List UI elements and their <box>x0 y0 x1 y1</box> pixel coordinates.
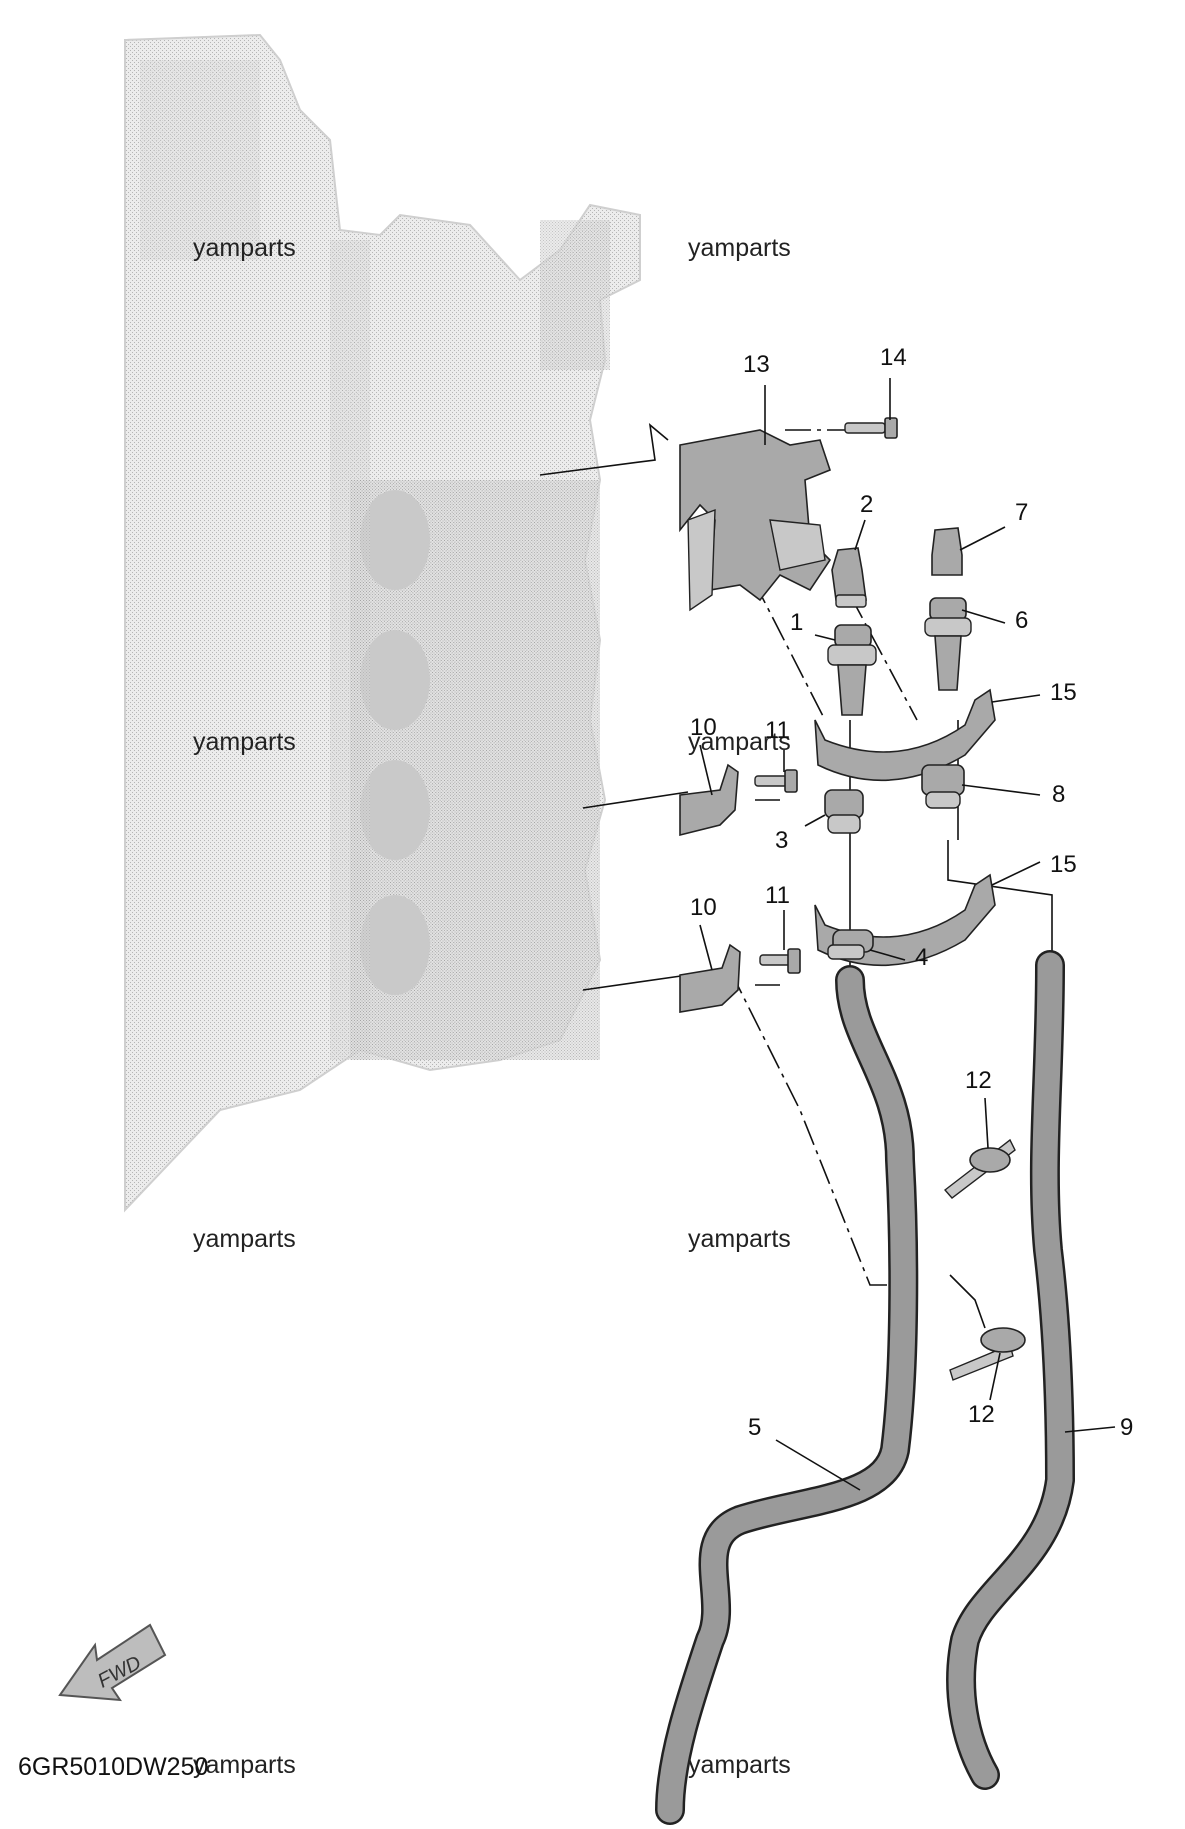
callout-5: 5 <box>748 1414 761 1441</box>
callout-1: 1 <box>790 609 803 636</box>
callout-3: 3 <box>775 827 788 854</box>
part-4-clip <box>827 929 874 960</box>
callout-10-upper: 10 <box>690 714 717 741</box>
part-9-hose <box>946 950 1075 1790</box>
watermark-text: yamparts <box>193 728 296 756</box>
part-15-clamp-upper <box>814 688 996 782</box>
watermark-text: yamparts <box>193 1751 296 1779</box>
part-6-fitting <box>924 597 972 691</box>
callout-2: 2 <box>860 491 873 518</box>
part-2-fitting <box>831 547 867 608</box>
part-8-grommet <box>921 764 965 809</box>
part-11-bolt-upper <box>754 769 798 793</box>
callout-10-lower: 10 <box>690 894 717 921</box>
watermarks: yamparts yamparts yamparts yamparts yamp… <box>193 234 791 1779</box>
callout-15-lower: 15 <box>1050 851 1077 878</box>
part-11-bolt-lower <box>759 948 801 974</box>
leader-lines <box>699 378 1116 1491</box>
part-10-bracket-upper <box>679 763 739 837</box>
part-3-grommet <box>824 789 864 834</box>
diagram-code: 6GR5010DW250 <box>18 1753 208 1781</box>
callout-14: 14 <box>880 344 907 371</box>
callout-13: 13 <box>743 351 770 378</box>
watermark-text: yamparts <box>688 234 791 262</box>
callout-7: 7 <box>1015 499 1028 526</box>
callout-11-lower: 11 <box>765 882 790 909</box>
part-10-bracket-lower <box>679 943 741 1013</box>
watermark-text: yamparts <box>193 234 296 262</box>
watermark-text: yamparts <box>688 728 791 756</box>
callout-4: 4 <box>915 944 928 971</box>
assembly-lines <box>539 423 1053 1329</box>
callout-12-upper: 12 <box>965 1067 992 1094</box>
engine-block <box>124 33 641 1213</box>
part-13-bracket <box>679 429 832 612</box>
part-7-cap <box>931 527 963 576</box>
watermark-text: yamparts <box>688 1225 791 1253</box>
fwd-arrow-icon: FWD <box>58 1623 167 1702</box>
part-12-cable-tie-upper <box>943 1138 1016 1199</box>
callout-9: 9 <box>1120 1414 1133 1441</box>
part-5-hose <box>655 965 919 1825</box>
callout-12-lower: 12 <box>968 1401 995 1428</box>
callouts: 13 14 2 7 1 6 15 10 11 8 3 15 10 11 4 12… <box>690 344 1133 1441</box>
part-1-fitting <box>827 624 877 716</box>
callout-6: 6 <box>1015 607 1028 634</box>
callout-8: 8 <box>1052 781 1065 808</box>
part-14-bolt <box>844 417 898 439</box>
callout-11-upper: 11 <box>765 717 790 744</box>
part-12-cable-tie-lower <box>949 1327 1026 1381</box>
watermark-text: yamparts <box>688 1751 791 1779</box>
callout-15-upper: 15 <box>1050 679 1077 706</box>
watermark-text: yamparts <box>193 1225 296 1253</box>
